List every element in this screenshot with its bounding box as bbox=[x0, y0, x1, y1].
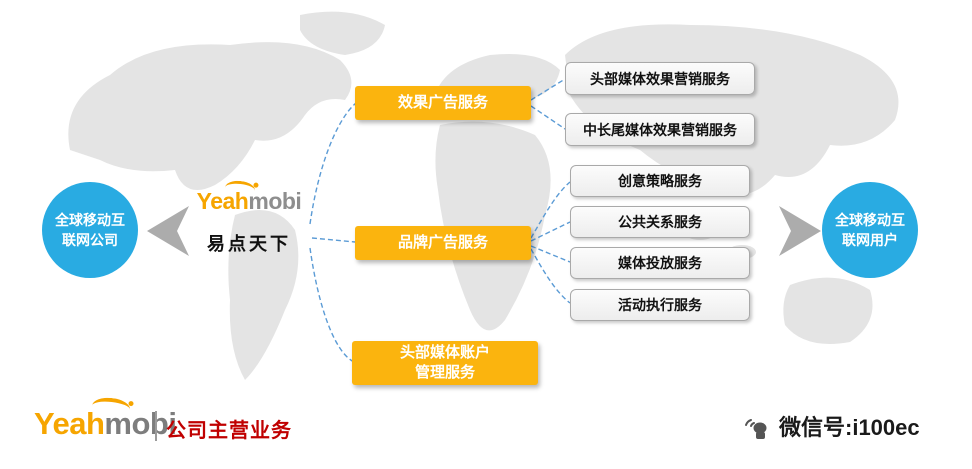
yeahmobi-logo: Yeahmobi bbox=[183, 179, 315, 215]
service-box-media-account-management: 头部媒体账户 管理服务 bbox=[352, 341, 538, 385]
connector-hub-to-performance bbox=[309, 102, 357, 225]
connector-brand-to-event bbox=[530, 248, 571, 304]
flow-arrow-right-icon bbox=[779, 206, 821, 256]
connector-brand-to-pr bbox=[530, 221, 571, 242]
subservice-longtail-media-marketing: 中长尾媒体效果营销服务 bbox=[565, 113, 755, 146]
connector-performance-to-longtail bbox=[530, 105, 566, 130]
footer-yeahmobi-logo: Yeahmobi bbox=[34, 396, 177, 442]
subservice-head-media-marketing: 头部媒体效果营销服务 bbox=[565, 62, 755, 95]
connector-performance-to-head-media bbox=[530, 78, 566, 101]
footer-logo-text-yeah: Yeah bbox=[34, 406, 105, 441]
connector-hub-to-account bbox=[309, 247, 355, 363]
footer-page-title: 公司主营业务 bbox=[166, 420, 292, 442]
wechat-badge: 微信号:i100ec bbox=[742, 410, 920, 442]
subservice-event-execution: 活动执行服务 bbox=[570, 289, 750, 321]
footer-divider bbox=[155, 411, 157, 441]
connector-hub-to-brand bbox=[311, 237, 356, 243]
brand-tagline: 易点天下 bbox=[207, 234, 291, 254]
wechat-id-text: 微信号:i100ec bbox=[779, 415, 920, 440]
logo-text-mobi: mobi bbox=[248, 188, 302, 214]
right-audience-circle: 全球移动互 联网用户 bbox=[822, 182, 918, 278]
service-box-performance-ads: 效果广告服务 bbox=[355, 86, 531, 120]
left-audience-circle: 全球移动互 联网公司 bbox=[42, 182, 138, 278]
subservice-creative-strategy: 创意策略服务 bbox=[570, 165, 750, 197]
connector-brand-to-creative bbox=[530, 181, 571, 239]
subservice-public-relations: 公共关系服务 bbox=[570, 206, 750, 238]
connector-brand-to-media-buy bbox=[530, 245, 571, 263]
service-box-brand-ads: 品牌广告服务 bbox=[355, 226, 531, 260]
subservice-media-buying: 媒体投放服务 bbox=[570, 247, 750, 279]
wechat-hand-icon bbox=[745, 419, 767, 439]
